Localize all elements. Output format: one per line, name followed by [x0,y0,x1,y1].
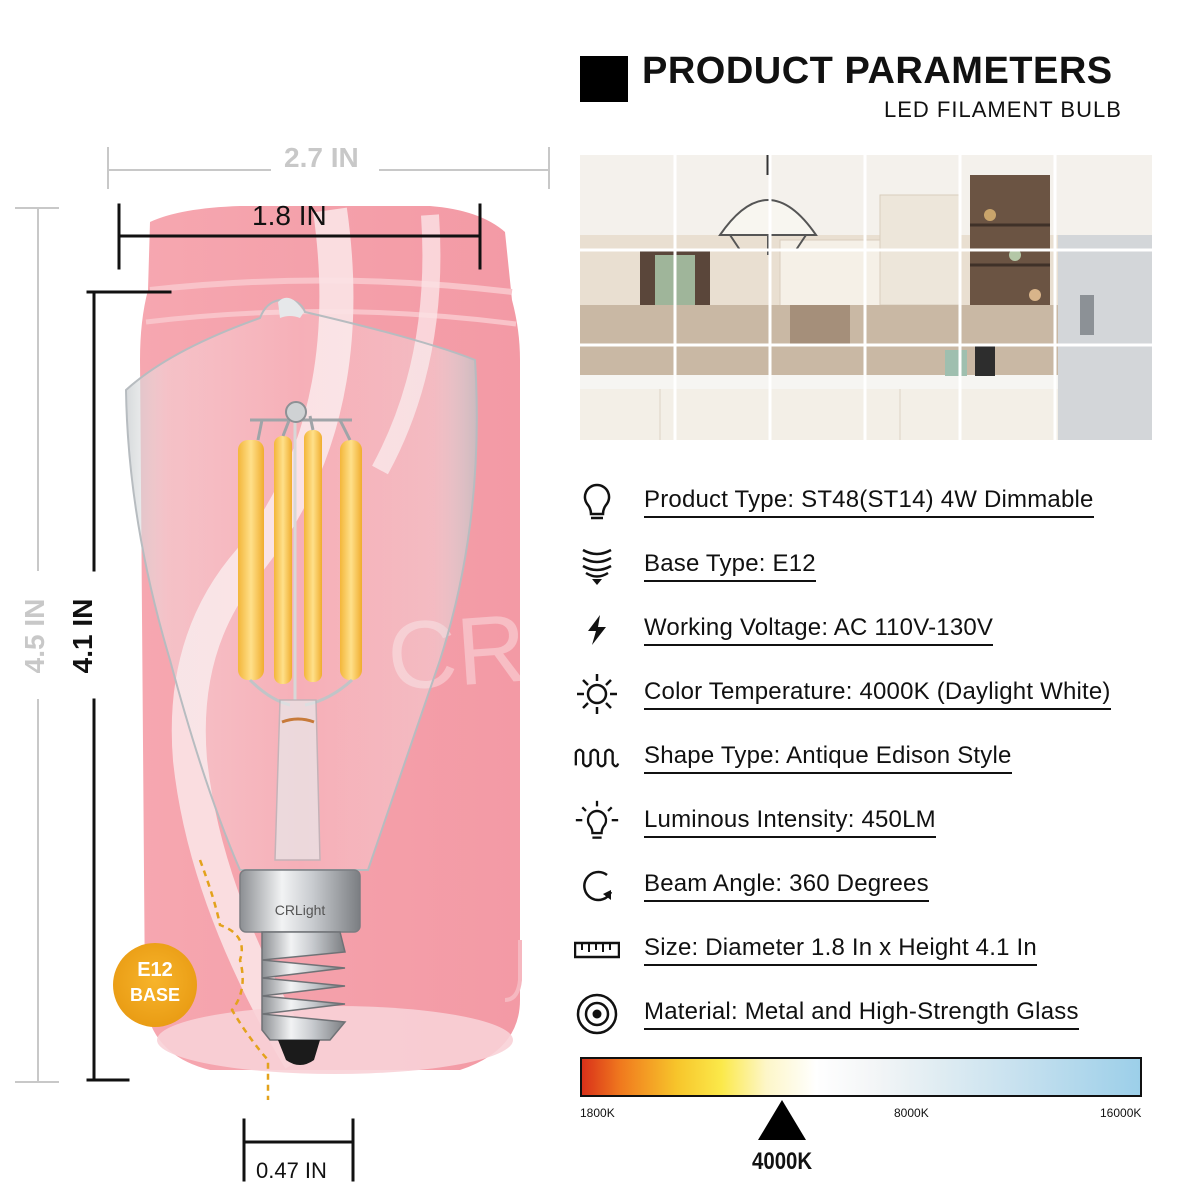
param-working-voltage: Working Voltage: AC 110V-130V [574,605,1184,655]
led-filaments [238,401,362,861]
e12-metal-base: CRLight [239,869,361,1065]
base-badge-line1: E12 [137,959,173,981]
param-size: Size: Diameter 1.8 In x Height 4.1 In [574,925,1184,975]
scale-label-1800k: 1800K [580,1106,615,1120]
can-width-label: 2.7 IN [284,142,359,173]
can-height-label: 4.5 IN [19,598,50,674]
selected-temperature-label: 4000K [752,1148,813,1175]
bulb-width-label: 1.8 IN [252,200,327,231]
base-badge-line2: BASE [129,985,180,1005]
param-luminous-intensity: Luminous Intensity: 450LM [574,797,1184,847]
dimension-lines [15,147,550,1182]
param-base-type: Base Type: E12 [574,541,1184,591]
param-color-temperature-text: Color Temperature: 4000K (Daylight White… [644,678,1111,710]
param-product-type-text: Product Type: ST48(ST14) 4W Dimmable [644,486,1094,518]
bulb-glass [124,297,478,871]
rotate-arrow-icon [574,863,620,909]
header-square-icon [580,56,628,102]
param-size-text: Size: Diameter 1.8 In x Height 4.1 In [644,934,1037,966]
e12-base-badge [113,943,197,1027]
param-shape-type: Shape Type: Antique Edison Style [574,733,1184,783]
bulb-outline-icon [574,479,620,525]
base-leader-line [198,859,270,1100]
scale-label-16000k: 16000K [1100,1106,1142,1120]
page-subtitle: LED FILAMENT BULB [884,97,1122,122]
param-material-text: Material: Metal and High-Strength Glass [644,998,1079,1030]
ruler-icon [574,927,620,973]
glowing-bulb-icon [574,799,620,845]
param-color-temperature: Color Temperature: 4000K (Daylight White… [574,669,1184,719]
target-circle-icon [574,991,620,1037]
scale-label-8000k: 8000K [894,1106,929,1120]
wave-filament-icon [574,735,620,781]
param-shape-type-text: Shape Type: Antique Edison Style [644,742,1012,774]
param-luminous-intensity-text: Luminous Intensity: 450LM [644,806,936,838]
param-beam-angle-text: Beam Angle: 360 Degrees [644,870,929,902]
base-width-label: 0.47 IN [256,1158,327,1183]
bulb-size-illustration: CRLight CRLight [15,147,570,1182]
lightning-icon [574,607,620,653]
selected-temperature-marker [758,1100,806,1140]
screw-base-icon [574,543,620,589]
sun-icon [574,671,620,717]
bulb-height-label: 4.1 IN [67,598,98,674]
param-base-type-text: Base Type: E12 [644,550,816,582]
param-product-type: Product Type: ST48(ST14) 4W Dimmable [574,477,1184,527]
color-temperature-scale-bar [580,1057,1142,1097]
param-material: Material: Metal and High-Strength Glass [574,989,1184,1039]
param-working-voltage-text: Working Voltage: AC 110V-130V [644,614,994,646]
base-brand-text: CRLight [275,902,326,918]
kitchen-scene-photo [580,155,1152,440]
param-beam-angle: Beam Angle: 360 Degrees [574,861,1184,911]
page-title: PRODUCT PARAMETERS [642,50,1113,92]
